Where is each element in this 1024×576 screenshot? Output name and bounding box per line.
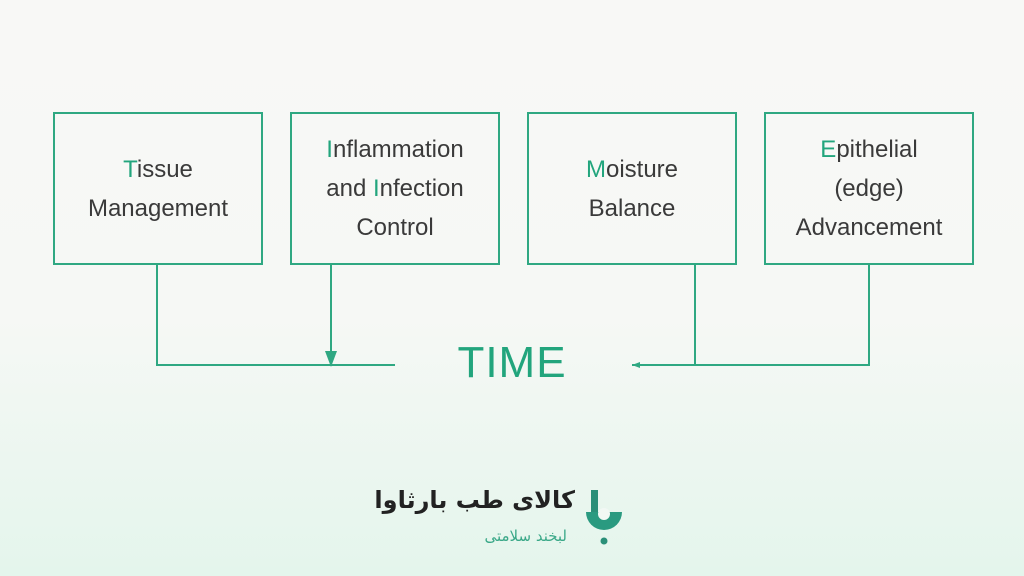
text: issue bbox=[136, 155, 193, 183]
text: Balance bbox=[588, 194, 676, 222]
center-label: TIME bbox=[457, 338, 567, 387]
text: and bbox=[326, 175, 373, 202]
text: oisture bbox=[605, 155, 679, 183]
logo-mark-icon bbox=[586, 490, 622, 545]
initial: T bbox=[123, 155, 137, 183]
initial: M bbox=[585, 155, 606, 183]
text: nflammation bbox=[332, 136, 464, 163]
logo-slogan: لبخند سلامتی bbox=[484, 527, 567, 545]
initial: I bbox=[326, 136, 333, 163]
text: Control bbox=[356, 214, 434, 241]
logo: کالای طب بارثاوا لبخند سلامتی bbox=[325, 484, 625, 556]
arrowhead-right bbox=[632, 362, 640, 368]
connector-left bbox=[156, 263, 395, 365]
box-moisture-balance: Moisture Balance bbox=[527, 112, 737, 265]
text: Advancement bbox=[795, 214, 943, 241]
text: (edge) bbox=[834, 175, 904, 202]
box-epithelial-advancement: Epithelial (edge) Advancement bbox=[764, 112, 974, 265]
initial: E bbox=[820, 136, 837, 163]
initial: I bbox=[372, 175, 380, 202]
text: Management bbox=[87, 194, 229, 222]
box-tissue-management: Tissue Management bbox=[53, 112, 263, 265]
text: pithelial bbox=[836, 136, 918, 163]
logo-brand: کالای طب بارثاوا bbox=[374, 486, 575, 514]
connector-right bbox=[632, 263, 870, 366]
box-inflammation-infection-control: Inflammation and Infection Control bbox=[290, 112, 500, 265]
text: nfection bbox=[379, 175, 464, 202]
